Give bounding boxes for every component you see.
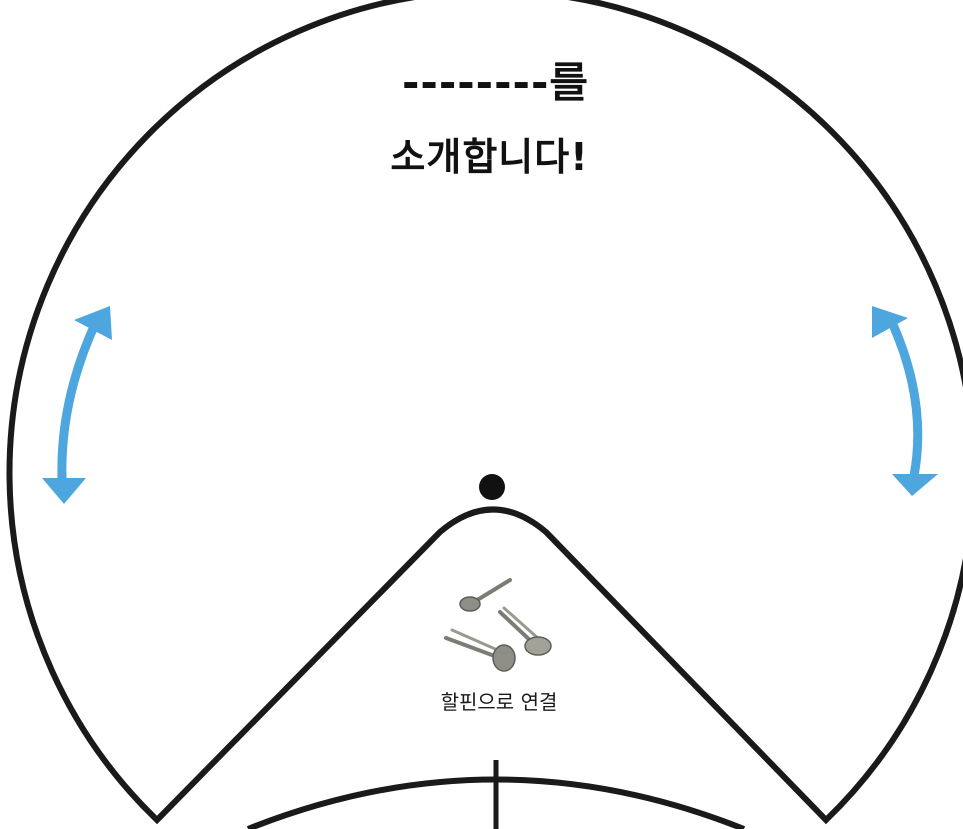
split-pin-fastener-icon	[446, 580, 551, 671]
pivot-dot-icon	[479, 474, 505, 500]
title-introduce-text: 소개합니다!	[8, 134, 963, 180]
pin-connect-caption: 할핀으로 연결	[0, 689, 963, 715]
title-blank-line: --------를	[14, 58, 963, 108]
